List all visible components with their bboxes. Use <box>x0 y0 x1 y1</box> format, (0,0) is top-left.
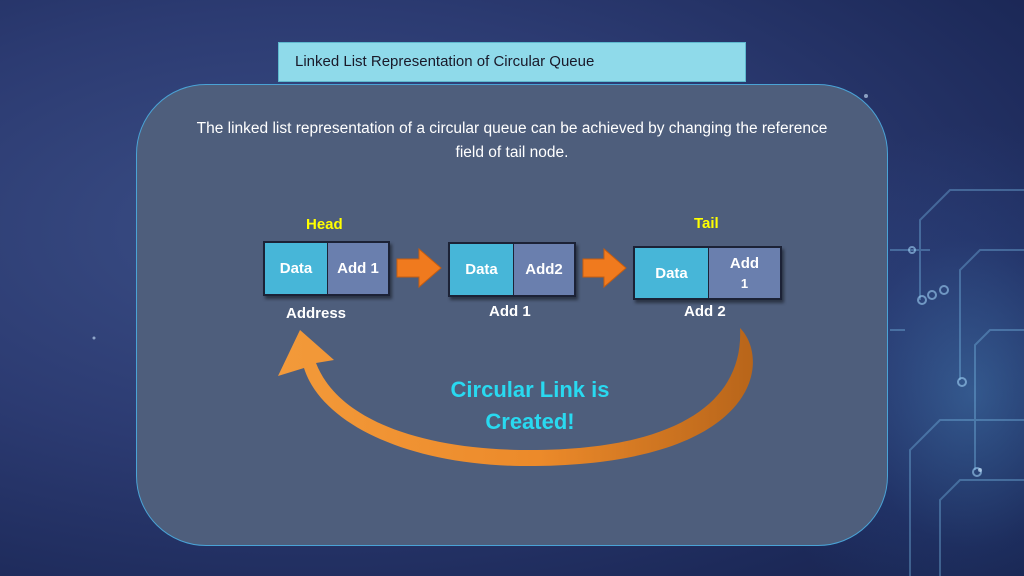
node-ref-cell: Add2 <box>514 244 574 295</box>
node-data-cell: Data <box>265 243 328 294</box>
node-tail: Data Add 1 <box>633 246 782 300</box>
node-middle: Data Add2 <box>448 242 576 297</box>
slide-title: Linked List Representation of Circular Q… <box>295 53 595 70</box>
node-ref-cell: Add 1 <box>709 248 780 298</box>
add1-label: Add 1 <box>489 303 531 320</box>
node-ref-line-2: 1 <box>740 276 749 291</box>
node-ref-line-1: Add <box>729 255 760 272</box>
right-arrow-icon <box>396 247 442 289</box>
title-bar: Linked List Representation of Circular Q… <box>278 42 746 82</box>
add2-label: Add 2 <box>684 303 726 320</box>
right-arrow-icon <box>582 247 627 289</box>
node-head: Data Add 1 <box>263 241 390 296</box>
description-text: The linked list representation of a circ… <box>196 120 828 161</box>
caption-line-2: Created! <box>485 409 575 434</box>
circular-link-arrow-icon <box>278 328 753 467</box>
head-label: Head <box>306 216 343 233</box>
node-data-cell: Data <box>635 248 709 298</box>
node-ref-cell: Add 1 <box>328 243 388 294</box>
node-data-cell: Data <box>450 244 514 295</box>
caption-line-1: Circular Link is <box>450 377 610 402</box>
tail-label: Tail <box>694 215 719 232</box>
circular-link-caption: Circular Link is Created! <box>420 374 640 438</box>
address-label: Address <box>286 305 347 322</box>
content-panel <box>136 84 888 546</box>
